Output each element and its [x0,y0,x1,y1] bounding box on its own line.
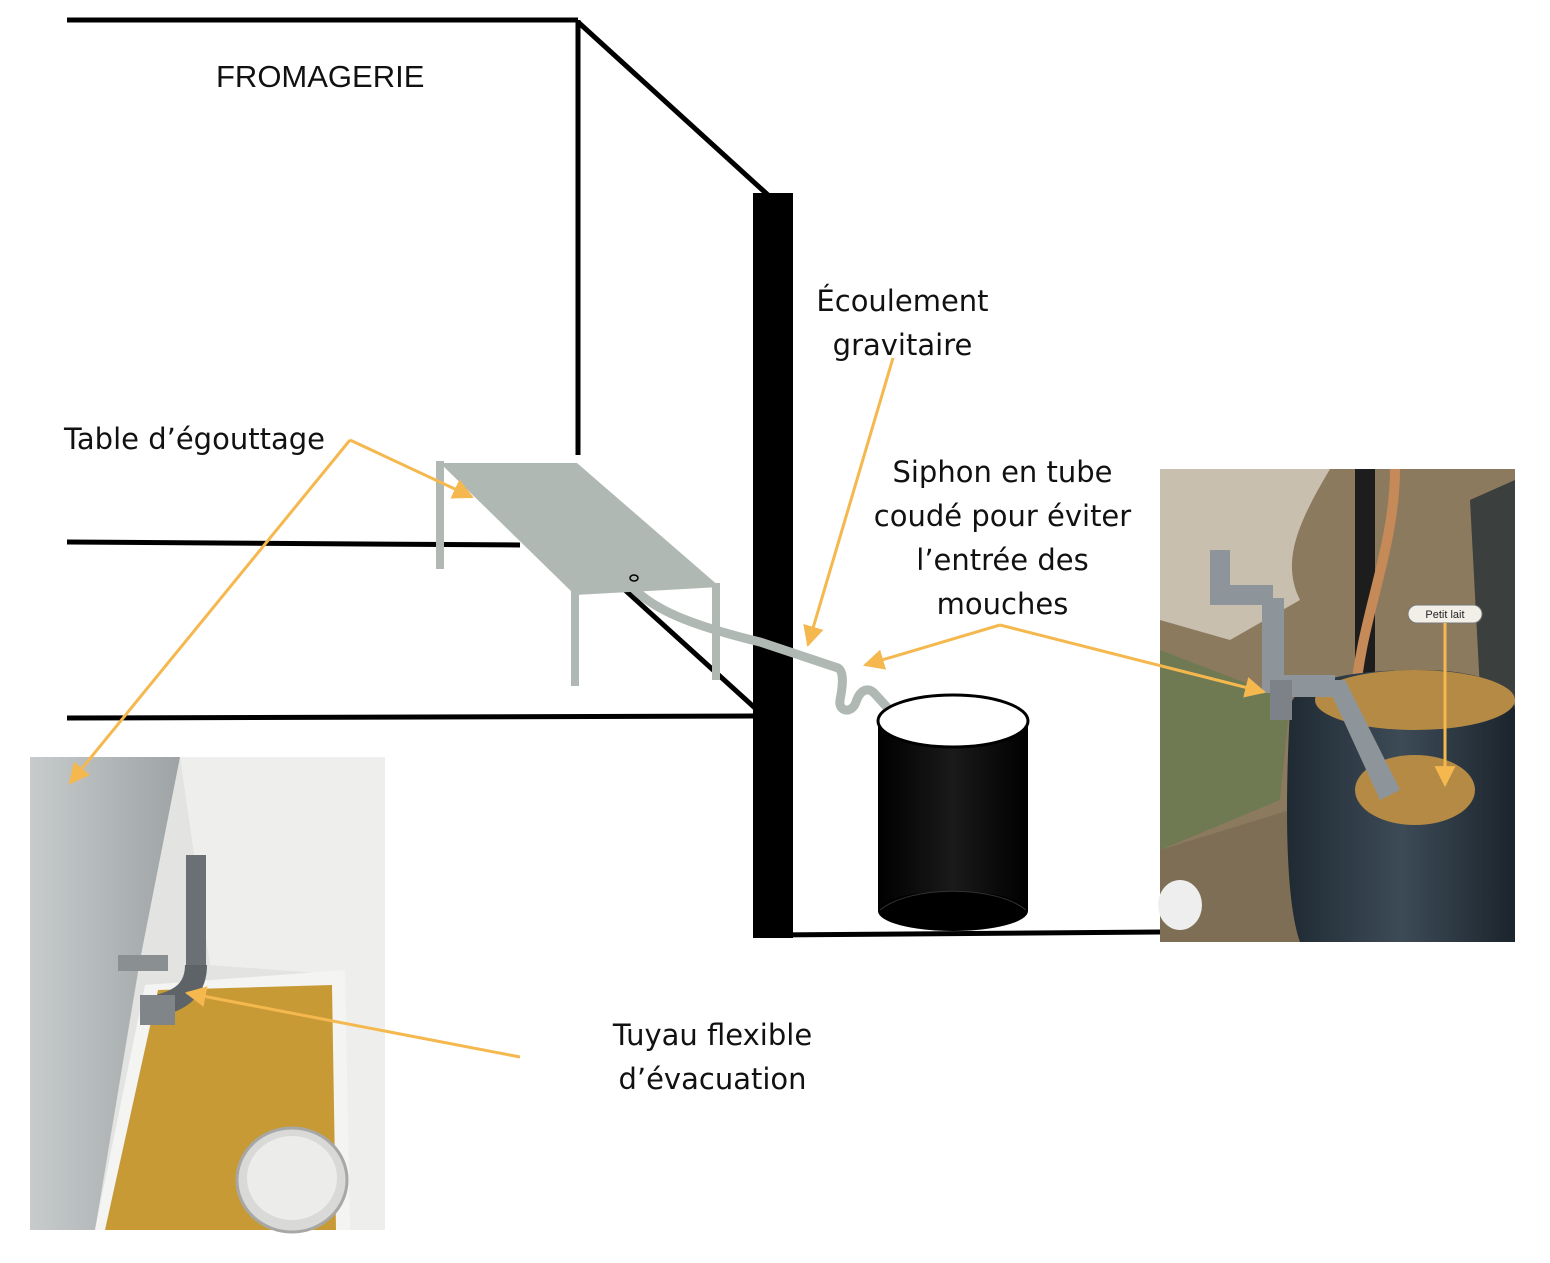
label-siphon: Siphon en tube coudé pour éviter l’entré… [855,450,1150,626]
annotation-arrows [68,357,1456,1059]
exterior-wall-taper [753,193,793,938]
label-siphon-line2: coudé pour éviter [873,499,1132,533]
label-hose-line1: Tuyau flexible [612,1018,813,1052]
label-flexible-hose: Tuyau flexible d’évacuation [590,1013,835,1101]
label-siphon-line3: l’entrée des [916,543,1089,577]
whey-barrel [876,693,1030,931]
label-siphon-line1: Siphon en tube [892,455,1113,489]
photo-table-drain [30,757,385,1234]
whey-tag: Petit lait [1425,609,1464,621]
label-gravity-flow: Écoulement gravitaire [790,279,1015,367]
label-draining-table: Table d’égouttage [64,422,325,456]
photo-siphon-barrel [1158,468,1515,942]
room-outline [66,17,1161,938]
label-gravity-line2: gravitaire [832,328,973,362]
label-gravity-line1: Écoulement [816,284,989,318]
draining-table [436,461,720,686]
drain-hose [628,583,900,721]
label-siphon-line4: mouches [936,587,1069,621]
drain-hole [629,574,639,582]
label-hose-line2: d’évacuation [618,1062,807,1096]
page-title: FROMAGERIE [216,59,425,94]
